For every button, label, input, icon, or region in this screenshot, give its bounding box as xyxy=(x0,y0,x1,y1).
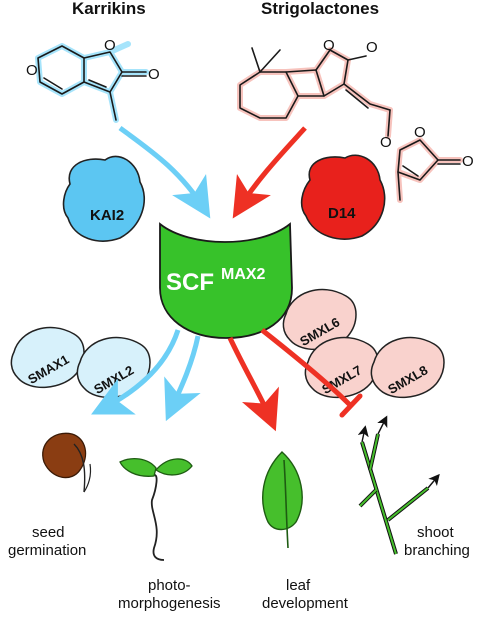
scf-max2-complex: SCF MAX2 xyxy=(159,222,293,339)
kai2-receptor: KAI2 xyxy=(62,155,145,242)
shoot-branching-label-line2: branching xyxy=(404,542,470,559)
smxl6-protein: SMXL6 xyxy=(282,288,357,351)
seedling-icon xyxy=(119,457,193,561)
d14-receptor: D14 xyxy=(300,154,386,240)
strigolactone-butenolide-oxygen: O xyxy=(462,153,474,170)
kai2-label: KAI2 xyxy=(90,207,124,224)
leaf-icon xyxy=(262,451,303,549)
seed-germination-label-line1: seed xyxy=(32,524,65,541)
karrikin-carbonyl-oxygen: O xyxy=(148,66,160,83)
photomorphogenesis-arrow xyxy=(164,335,201,422)
seed-germination-label-line2: germination xyxy=(8,542,86,559)
smxl2-protein: SMXL2 xyxy=(76,336,151,399)
leaf-development-label-line2: development xyxy=(262,595,349,612)
strigolactone-structure: O O O O O xyxy=(237,37,474,203)
smxl8-protein: SMXL8 xyxy=(370,336,445,399)
leaf-development-label-line1: leaf xyxy=(286,577,311,594)
photomorphogenesis-label-line2: morphogenesis xyxy=(118,595,221,612)
karrikin-lactone-oxygen: O xyxy=(104,37,116,54)
scf-label: SCF xyxy=(166,269,214,296)
strigolactones-title: Strigolactones xyxy=(261,0,379,18)
strigolactone-ether-oxygen: O xyxy=(380,134,392,151)
photomorphogenesis-label-line1: photo- xyxy=(148,577,191,594)
strigolactone-ring-oxygen: O xyxy=(414,124,426,141)
strigolactone-carbonyl-oxygen: O xyxy=(366,39,378,56)
strigolactone-arrow xyxy=(232,126,307,219)
shoot-branching-inhibition xyxy=(260,328,363,418)
max2-superscript: MAX2 xyxy=(221,266,266,283)
karrikins-title: Karrikins xyxy=(72,0,146,18)
seed-germination-arrow xyxy=(91,329,181,415)
karrikin-structure: O O O xyxy=(26,37,160,123)
shoot-branch-icon xyxy=(357,415,440,555)
karrikin-ring-oxygen: O xyxy=(26,62,38,79)
d14-label: D14 xyxy=(328,205,356,222)
karrikin-arrow xyxy=(118,125,211,219)
shoot-branching-label-line1: shoot xyxy=(417,524,455,541)
smax1-protein: SMAX1 xyxy=(10,326,85,389)
leaf-development-arrow xyxy=(227,336,279,432)
strigolactone-lactone-oxygen: O xyxy=(323,37,335,54)
seed-icon xyxy=(42,432,92,493)
